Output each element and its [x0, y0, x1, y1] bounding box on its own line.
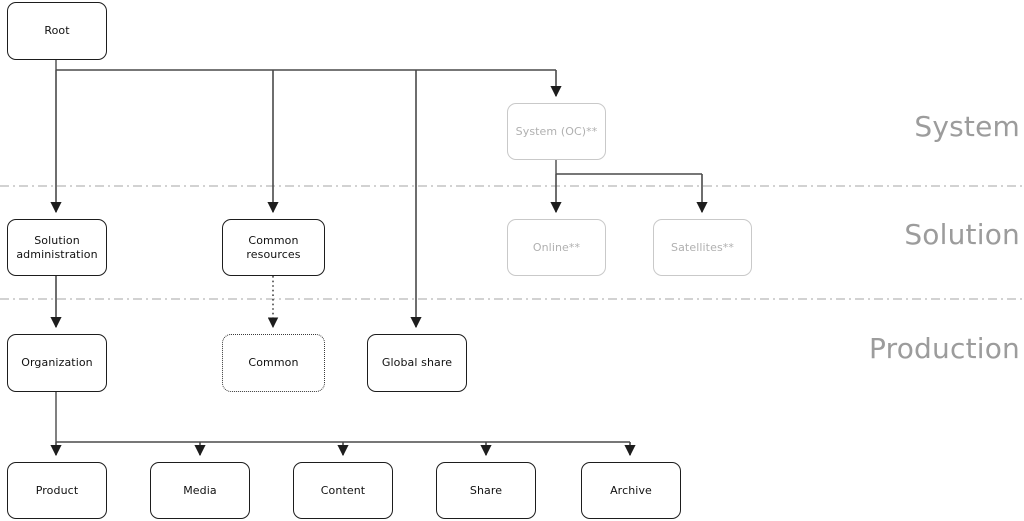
- node-global-share[interactable]: Global share: [367, 334, 467, 392]
- node-share[interactable]: Share: [436, 462, 536, 519]
- edge-root-bus: [55, 60, 556, 71]
- node-product[interactable]: Product: [7, 462, 107, 519]
- node-organization[interactable]: Organization: [7, 334, 107, 392]
- lane-label-solution: Solution: [904, 218, 1020, 251]
- lane-label-production: Production: [869, 332, 1020, 365]
- node-system-oc[interactable]: System (OC)**: [507, 103, 606, 160]
- node-content[interactable]: Content: [293, 462, 393, 519]
- node-solution-administration[interactable]: Solution administration: [7, 219, 107, 276]
- node-root[interactable]: Root: [7, 2, 107, 60]
- node-online[interactable]: Online**: [507, 219, 606, 276]
- node-common[interactable]: Common: [222, 334, 325, 392]
- edge-system-bus: [555, 160, 702, 175]
- node-archive[interactable]: Archive: [581, 462, 681, 519]
- node-satellites[interactable]: Satellites**: [653, 219, 752, 276]
- node-media[interactable]: Media: [150, 462, 250, 519]
- edge-organization-bus: [55, 392, 630, 443]
- node-common-resources[interactable]: Common resources: [222, 219, 325, 276]
- lane-label-system: System: [914, 110, 1020, 143]
